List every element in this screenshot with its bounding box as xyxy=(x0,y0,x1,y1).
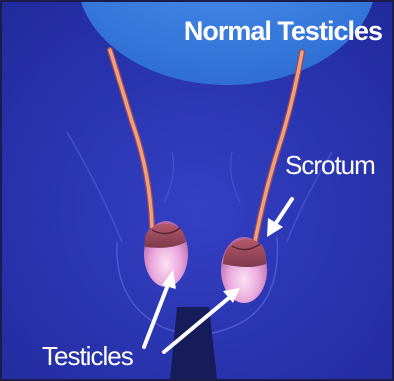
anatomy-illustration xyxy=(2,2,392,379)
testicle-left xyxy=(144,221,188,287)
testicles-label: Testicles xyxy=(42,341,133,372)
scrotum-label: Scrotum xyxy=(285,150,375,181)
diagram-title: Normal Testicles xyxy=(184,16,382,47)
